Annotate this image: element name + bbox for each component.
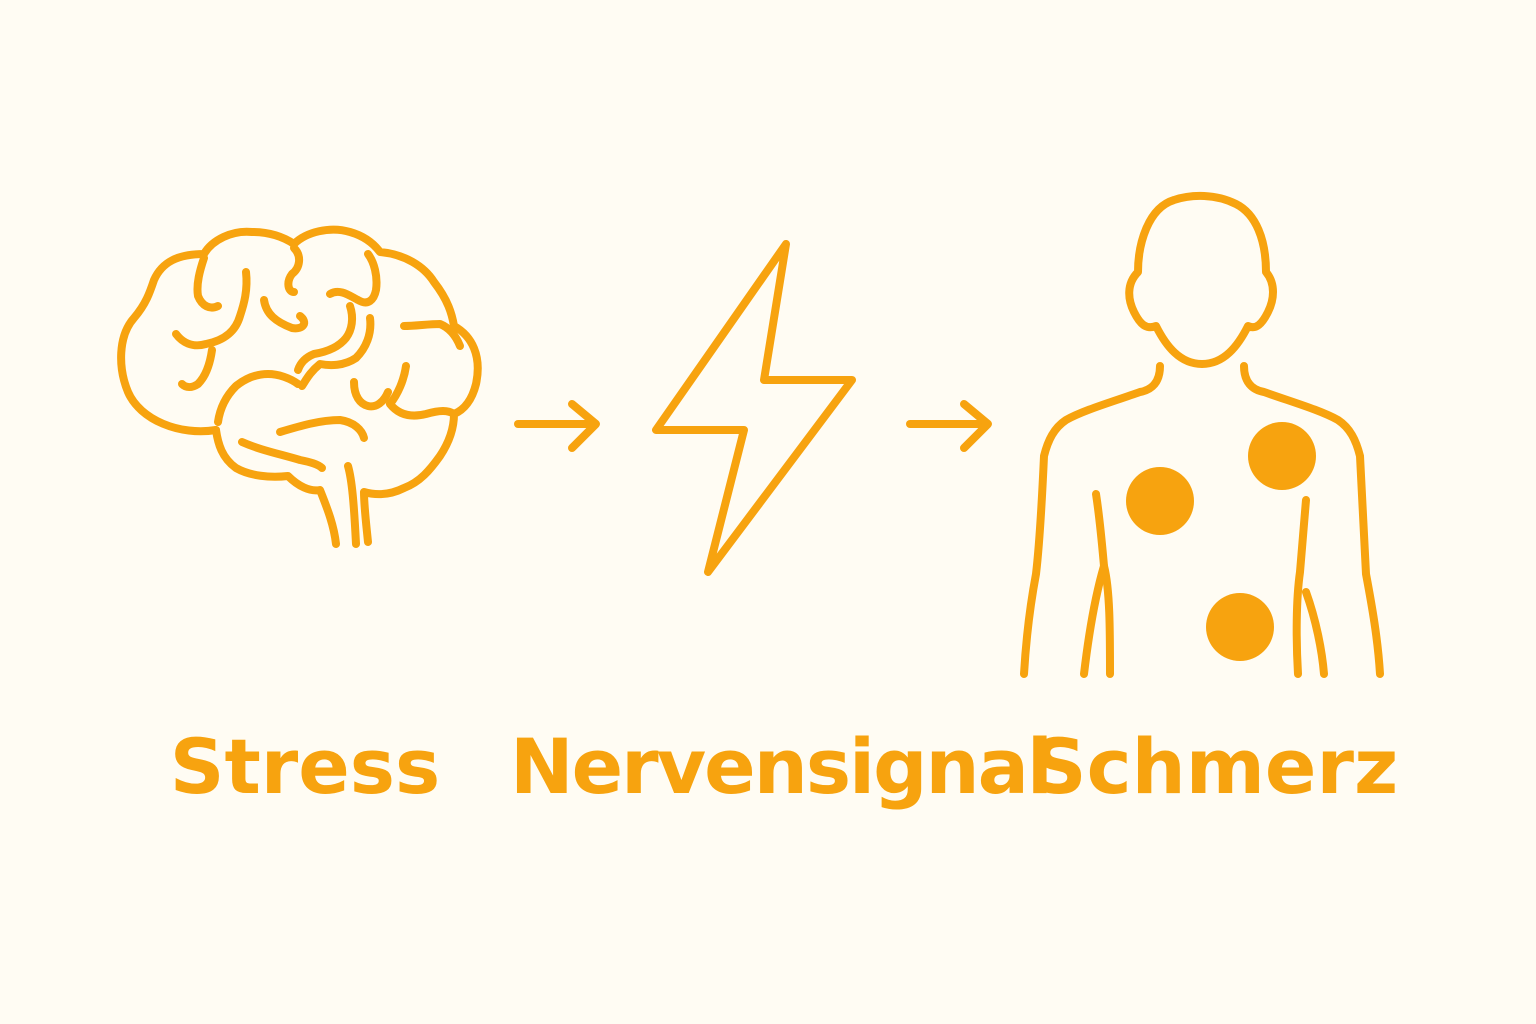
label-stress: Stress xyxy=(169,722,441,811)
pain-spots xyxy=(1126,422,1316,661)
label-schmerz: Schmerz xyxy=(1031,722,1399,811)
arrow-right-icon xyxy=(906,400,992,452)
pain-spot xyxy=(1248,422,1316,490)
lightning-bolt-icon xyxy=(652,240,856,576)
human-body-icon xyxy=(1020,191,1384,678)
pain-spot xyxy=(1206,593,1274,661)
arrow-right-icon xyxy=(514,400,600,452)
brain-icon xyxy=(117,225,482,548)
pain-spot xyxy=(1126,467,1194,535)
label-nervensignal: Nervensignal xyxy=(510,722,1053,811)
